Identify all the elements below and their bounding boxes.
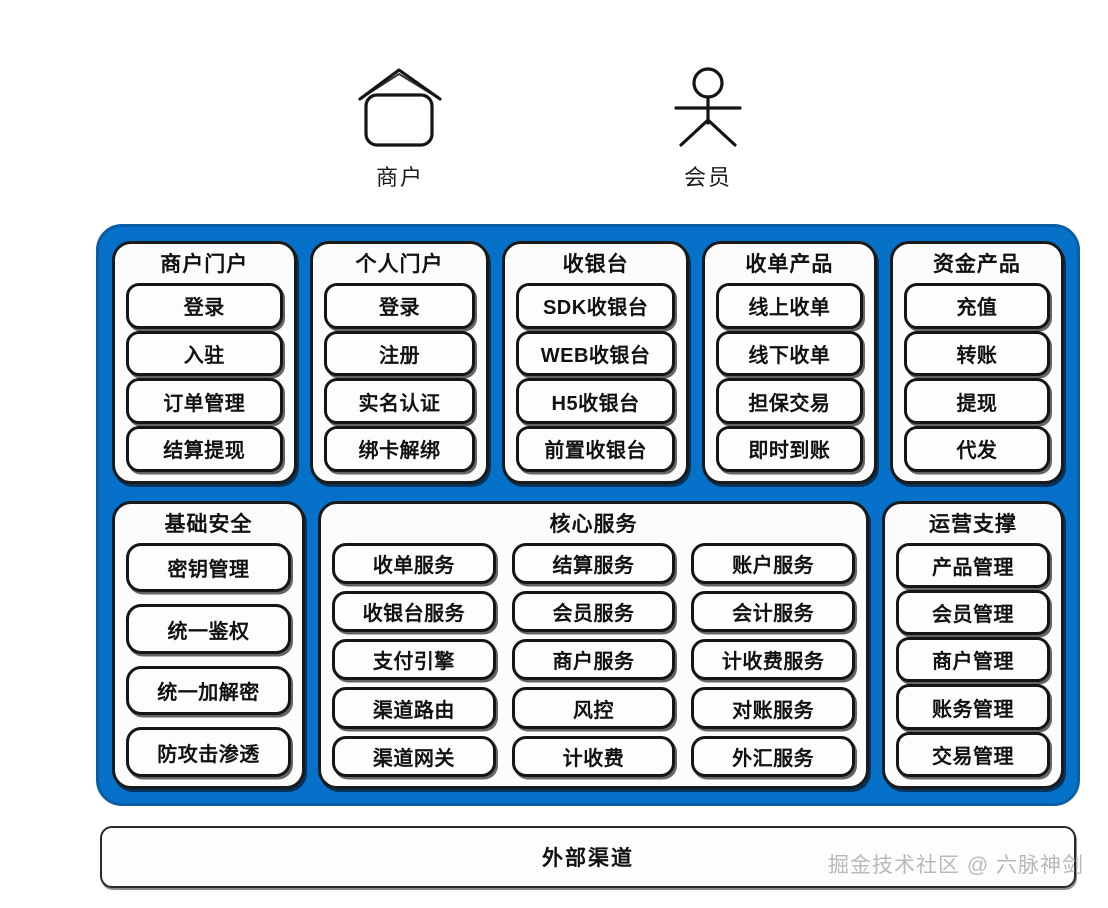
item-core-fee-service[interactable]: 计收费服务 bbox=[691, 639, 856, 681]
item-core-forex-service[interactable]: 外汇服务 bbox=[691, 735, 856, 778]
item-core-risk-control[interactable]: 风控 bbox=[511, 687, 676, 729]
group-operations-support-title: 运营支撑 bbox=[929, 512, 1017, 536]
group-operations-support[interactable]: 运营支撑 产品管理 会员管理 商户管理 账务管理 交易管理 bbox=[882, 500, 1064, 789]
item-funds-payout[interactable]: 代发 bbox=[903, 426, 1050, 472]
platform-top-row: 商户门户 登录 入驻 订单管理 结算提现 个人门户 登录 注册 实名认证 绑卡解… bbox=[112, 241, 1064, 484]
item-personal-bindcard[interactable]: 绑卡解绑 bbox=[323, 426, 476, 472]
actor-merchant-label: 商户 bbox=[375, 165, 424, 190]
item-funds-recharge[interactable]: 充值 bbox=[903, 282, 1050, 329]
platform-container: 商户门户 登录 入驻 订单管理 结算提现 个人门户 登录 注册 实名认证 绑卡解… bbox=[96, 224, 1080, 806]
item-core-account-service[interactable]: 账户服务 bbox=[691, 542, 856, 584]
item-personal-realname[interactable]: 实名认证 bbox=[323, 378, 476, 425]
item-security-encryption[interactable]: 统一加解密 bbox=[126, 665, 291, 716]
item-security-unified-auth[interactable]: 统一鉴权 bbox=[126, 604, 291, 654]
item-core-acquiring-service[interactable]: 收单服务 bbox=[332, 542, 496, 584]
actor-merchant: 商户 bbox=[310, 56, 490, 192]
item-core-payment-engine[interactable]: 支付引擎 bbox=[332, 639, 496, 681]
core-services-column-1: 收单服务 收银台服务 支付引擎 渠道路由 渠道网关 bbox=[332, 542, 496, 778]
external-channel-bar[interactable]: 外部渠道 bbox=[100, 826, 1076, 888]
item-ops-accounting-management[interactable]: 账务管理 bbox=[896, 684, 1050, 730]
item-core-accounting-service[interactable]: 会计服务 bbox=[691, 590, 856, 633]
group-personal-portal-items: 登录 注册 实名认证 绑卡解绑 bbox=[323, 282, 476, 472]
group-core-services-title: 核心服务 bbox=[549, 512, 638, 536]
group-acquiring-products[interactable]: 收单产品 线上收单 线下收单 担保交易 即时到账 bbox=[701, 241, 877, 484]
core-services-column-3: 账户服务 会计服务 计收费服务 对账服务 外汇服务 bbox=[691, 542, 856, 778]
item-core-channel-gateway[interactable]: 渠道网关 bbox=[332, 735, 496, 778]
item-cashier-front[interactable]: 前置收银台 bbox=[516, 426, 675, 472]
actors-row: 商户 会员 bbox=[0, 56, 1108, 201]
house-icon bbox=[354, 56, 446, 151]
group-funds-products-items: 充值 转账 提现 代发 bbox=[903, 282, 1050, 472]
item-merchant-login[interactable]: 登录 bbox=[126, 282, 283, 329]
item-merchant-orders[interactable]: 订单管理 bbox=[126, 378, 283, 425]
group-core-services[interactable]: 核心服务 收单服务 收银台服务 支付引擎 渠道路由 渠道网关 结算服务 会员服务… bbox=[318, 500, 869, 789]
item-funds-withdraw[interactable]: 提现 bbox=[903, 378, 1050, 425]
person-icon bbox=[665, 56, 751, 151]
group-merchant-portal[interactable]: 商户门户 登录 入驻 订单管理 结算提现 bbox=[112, 241, 297, 484]
group-personal-portal-title: 个人门户 bbox=[355, 253, 444, 276]
group-merchant-portal-items: 登录 入驻 订单管理 结算提现 bbox=[126, 282, 283, 472]
item-ops-member-management[interactable]: 会员管理 bbox=[896, 589, 1050, 636]
item-core-settlement-service[interactable]: 结算服务 bbox=[511, 542, 676, 584]
item-ops-product-management[interactable]: 产品管理 bbox=[896, 542, 1050, 588]
item-security-key-management[interactable]: 密钥管理 bbox=[126, 542, 291, 593]
group-funds-products[interactable]: 资金产品 充值 转账 提现 代发 bbox=[889, 241, 1064, 484]
item-merchant-settle[interactable]: 结算提现 bbox=[126, 426, 283, 472]
group-basic-security-items: 密钥管理 统一鉴权 统一加解密 防攻击渗透 bbox=[126, 542, 291, 777]
item-personal-login[interactable]: 登录 bbox=[323, 282, 476, 329]
group-merchant-portal-title: 商户门户 bbox=[160, 253, 249, 276]
item-security-anti-attack[interactable]: 防攻击渗透 bbox=[126, 727, 291, 777]
group-cashier-items: SDK收银台 WEB收银台 H5收银台 前置收银台 bbox=[516, 282, 675, 472]
item-acquiring-offline[interactable]: 线下收单 bbox=[715, 330, 863, 377]
item-funds-transfer[interactable]: 转账 bbox=[903, 330, 1050, 377]
item-core-merchant-service[interactable]: 商户服务 bbox=[511, 639, 676, 681]
group-basic-security[interactable]: 基础安全 密钥管理 统一鉴权 统一加解密 防攻击渗透 bbox=[112, 500, 305, 789]
actor-member-label: 会员 bbox=[683, 165, 732, 190]
actor-member: 会员 bbox=[618, 56, 798, 192]
item-cashier-web[interactable]: WEB收银台 bbox=[516, 330, 675, 377]
group-personal-portal[interactable]: 个人门户 登录 注册 实名认证 绑卡解绑 bbox=[309, 241, 490, 484]
item-core-member-service[interactable]: 会员服务 bbox=[511, 590, 676, 633]
item-acquiring-instant[interactable]: 即时到账 bbox=[715, 426, 863, 472]
item-ops-transaction-management[interactable]: 交易管理 bbox=[896, 731, 1050, 778]
item-merchant-onboard[interactable]: 入驻 bbox=[126, 330, 283, 377]
external-channel-label: 外部渠道 bbox=[542, 847, 634, 870]
item-cashier-h5[interactable]: H5收银台 bbox=[516, 378, 675, 425]
group-operations-support-items: 产品管理 会员管理 商户管理 账务管理 交易管理 bbox=[896, 542, 1050, 778]
item-ops-merchant-management[interactable]: 商户管理 bbox=[896, 637, 1050, 683]
group-basic-security-title: 基础安全 bbox=[164, 512, 253, 536]
group-acquiring-products-title: 收单产品 bbox=[745, 253, 834, 276]
item-cashier-sdk[interactable]: SDK收银台 bbox=[516, 282, 675, 329]
item-core-reconciliation-service[interactable]: 对账服务 bbox=[691, 687, 856, 729]
core-services-column-2: 结算服务 会员服务 商户服务 风控 计收费 bbox=[511, 542, 676, 778]
item-acquiring-escrow[interactable]: 担保交易 bbox=[715, 378, 863, 425]
item-acquiring-online[interactable]: 线上收单 bbox=[715, 282, 863, 329]
item-core-channel-routing[interactable]: 渠道路由 bbox=[332, 687, 496, 729]
platform-bottom-row: 基础安全 密钥管理 统一鉴权 统一加解密 防攻击渗透 核心服务 收单服务 收银台… bbox=[112, 500, 1064, 789]
item-personal-register[interactable]: 注册 bbox=[323, 330, 476, 377]
group-cashier[interactable]: 收银台 SDK收银台 WEB收银台 H5收银台 前置收银台 bbox=[502, 241, 689, 484]
group-acquiring-products-items: 线上收单 线下收单 担保交易 即时到账 bbox=[715, 282, 863, 472]
group-core-services-columns: 收单服务 收银台服务 支付引擎 渠道路由 渠道网关 结算服务 会员服务 商户服务… bbox=[332, 542, 856, 778]
group-funds-products-title: 资金产品 bbox=[932, 253, 1021, 276]
item-core-fee-calculation[interactable]: 计收费 bbox=[511, 735, 676, 778]
group-cashier-title: 收银台 bbox=[562, 253, 629, 276]
item-core-cashier-service[interactable]: 收银台服务 bbox=[332, 590, 496, 633]
